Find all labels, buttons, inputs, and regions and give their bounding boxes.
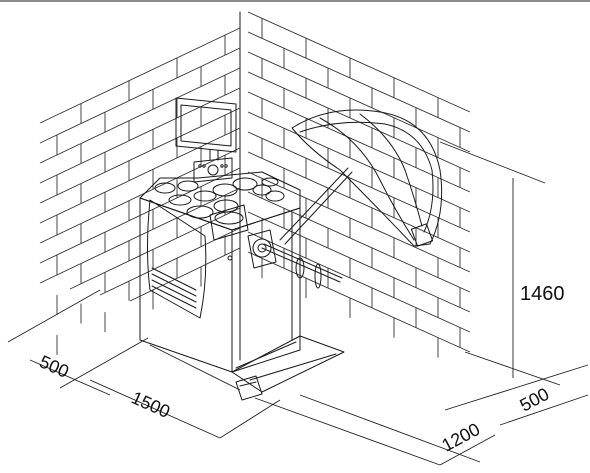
cabinet-front-side [231,207,301,373]
dimension-lines [7,141,589,466]
wheel-guard-ridge [319,117,415,241]
right-wall [247,11,471,358]
foot-pedal [235,375,263,401]
monitor-screen [180,104,232,147]
right-wall-bricks [247,11,471,358]
guard-handle [410,223,434,247]
control-panel [193,157,233,183]
wheel-guard [291,109,443,247]
dimension-depth-right-label: 500 [516,384,552,416]
base-plate [231,335,345,393]
left-wall [39,11,241,355]
guard-arm [279,167,353,245]
cabinet-top [139,171,301,231]
left-wall-bricks [39,27,241,355]
weight-cup [209,204,249,241]
dimension-width-front-label: 1500 [128,387,173,422]
wheel-balancer-machine [139,97,443,401]
dimension-width-right-label: 1200 [438,419,483,455]
side-vents [151,267,197,309]
monitor-stand [209,149,219,161]
wheel-guard-rim [299,121,434,233]
shaft-housing [247,229,277,269]
flange [252,238,272,258]
control-knob [207,164,219,176]
dimension-depth-left-label: 500 [36,351,72,381]
wing-nut [295,257,305,279]
side-panel [147,199,207,319]
monitor-frame [175,97,237,153]
dimension-height-label: 1460 [520,283,565,305]
